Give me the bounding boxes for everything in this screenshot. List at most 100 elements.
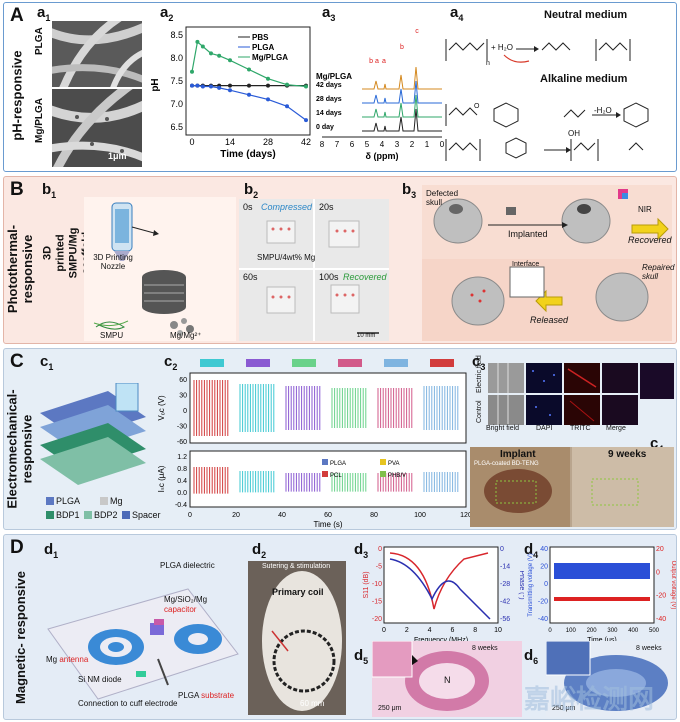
b2-label: b2 bbox=[244, 181, 259, 200]
d3-ytick-left: -20 bbox=[372, 616, 382, 623]
d1-dielectric-text: PLGA dielectric bbox=[160, 561, 215, 570]
c2-top-axes-frame bbox=[189, 372, 467, 444]
d3-s11-phase-chart: 0-5-10-15-200-14-28-42-560246810Frequenc… bbox=[363, 546, 524, 644]
d4-output-band bbox=[554, 597, 650, 601]
a2-legend-label: PBS bbox=[252, 33, 269, 42]
d1-substrate-text: substrate bbox=[201, 691, 235, 700]
d4-ylabel-left: Transmitting voltage (V) bbox=[528, 553, 534, 616]
c2-voltage-segment bbox=[423, 386, 459, 430]
c1-legend-bdp2: BDP2 bbox=[94, 510, 118, 520]
a3-xtick-label: 2 bbox=[410, 140, 415, 149]
b2-material-text: SMPU/4wt% Mg bbox=[257, 253, 316, 262]
c2-ytick-top: -60 bbox=[177, 439, 187, 446]
c2-voltage-segment bbox=[239, 384, 275, 432]
c2-xtick-label: 40 bbox=[278, 512, 286, 519]
a2-series-mgplga-point bbox=[266, 76, 270, 81]
a1-scale-text: 1μm bbox=[108, 151, 127, 161]
d4-ytick-left: -40 bbox=[538, 616, 548, 623]
b3-recovered-text: Recovered bbox=[628, 235, 672, 245]
d4-ytick-left: 0 bbox=[544, 581, 548, 588]
a2-xlabel: Time (days) bbox=[220, 149, 275, 160]
a2-series-plga-point bbox=[247, 92, 251, 97]
d4-xtick-label: 0 bbox=[548, 628, 552, 634]
a2-series-mgplga-point bbox=[190, 69, 194, 74]
panel-b-photothermal-responsive: B Photothermal-responsive b1 3D printed … bbox=[3, 176, 677, 344]
panel-c-electromechanical-responsive: C Electromechanical-responsive c1 PLGA M… bbox=[3, 348, 677, 530]
c2-ylabel-bottom: Iₛc (μA) bbox=[157, 465, 166, 492]
d4-xtick-label: 500 bbox=[649, 628, 660, 634]
panel-a-ph-responsive: A pH-responsive a1 PLGA Mg/PLGA 1μm a2 8… bbox=[3, 2, 677, 172]
d4-ytick-left: -20 bbox=[538, 599, 548, 606]
d3-ytick-left: 0 bbox=[378, 546, 382, 553]
c2-voltage-segment bbox=[377, 388, 413, 428]
c2-device-swatch bbox=[430, 359, 454, 367]
d5-weeks-text: 8 weeks bbox=[472, 645, 498, 652]
d3-phase-line bbox=[389, 558, 491, 620]
a3-spectrum-line bbox=[362, 108, 442, 132]
a4-neutral-title: Neutral medium bbox=[544, 9, 628, 21]
c3-col-bright-field: Bright field bbox=[486, 425, 520, 432]
c4-implant-photos: Implant 9 weeks PLGA-coated BD-TENG bbox=[470, 447, 674, 527]
a2-series-mgplga-point bbox=[304, 84, 308, 89]
c3-col-tritc: TRITC bbox=[570, 425, 591, 432]
c2-legend-swatch bbox=[322, 459, 328, 465]
a3-peak-label: c bbox=[415, 28, 419, 35]
d5-label: d5 bbox=[354, 647, 369, 666]
a2-xtick-label: 14 bbox=[225, 137, 235, 147]
a2-series-plga-point bbox=[209, 84, 213, 89]
a2-series-plga-line bbox=[192, 84, 307, 121]
c2-current-segment bbox=[377, 473, 413, 492]
c2-current-segment bbox=[285, 473, 321, 492]
d4-ylabel-right: Output voltage (V) bbox=[670, 561, 676, 610]
b3-defect-text: Defected skull bbox=[426, 189, 459, 207]
d3-xtick-label: 8 bbox=[473, 627, 477, 634]
a2-series-mgplga-point bbox=[285, 82, 289, 87]
a2-series-plga-point bbox=[190, 83, 194, 88]
a3-row-label: 0 day bbox=[316, 124, 334, 131]
d5-scale-text: 250 μm bbox=[378, 705, 402, 712]
c2-xtick-label: 60 bbox=[324, 512, 332, 519]
c3-label: c3 bbox=[472, 353, 486, 372]
d4-transmitting-band bbox=[554, 563, 650, 579]
b3-label: b3 bbox=[402, 181, 417, 200]
d3-ytick-left: -5 bbox=[376, 564, 382, 571]
a3-xtick-label: 7 bbox=[335, 140, 340, 149]
a2-series-mgplga-point bbox=[247, 67, 251, 72]
b2-compressed-text: Compressed bbox=[261, 202, 313, 212]
c3-control-label: Control bbox=[476, 400, 483, 423]
c3-col-merge: Merge bbox=[606, 425, 626, 432]
c2-legend-swatch bbox=[380, 471, 386, 477]
c2-legend-label: PCL bbox=[330, 473, 342, 479]
d4-xtick-label: 200 bbox=[587, 628, 598, 634]
a2-series-plga-point bbox=[285, 104, 289, 109]
b2-time-20s: 20s bbox=[319, 202, 334, 212]
panel-c-letter: C bbox=[10, 351, 24, 372]
c1-label: c1 bbox=[40, 353, 54, 372]
a2-ytick-label: 8.0 bbox=[170, 53, 183, 63]
d5-histology-image: 8 weeks N 250 μm bbox=[372, 641, 522, 717]
a2-series-mgplga-point bbox=[228, 58, 232, 63]
a3-xtick-label: 4 bbox=[380, 140, 385, 149]
a3-spectrum-line bbox=[362, 94, 442, 118]
panel-d-side-title: Magnetic- responsive bbox=[12, 570, 28, 704]
d1-cuff-text: Connection to cuff electrode bbox=[78, 699, 178, 708]
panel-a-letter: A bbox=[10, 5, 24, 26]
panel-b-letter: B bbox=[10, 179, 24, 200]
a1-sem-plga-image bbox=[52, 21, 142, 87]
c3-fluorescence-grid: Electric field Control Bright field DAPI… bbox=[476, 355, 674, 435]
a1-mgplga-label: Mg/PLGA bbox=[34, 98, 45, 143]
a3-xtick-label: 6 bbox=[350, 140, 355, 149]
a3-xlabel: δ (ppm) bbox=[366, 151, 399, 161]
a2-legend-label: PLGA bbox=[252, 43, 274, 52]
d4-ytick-right: 0 bbox=[656, 569, 660, 576]
a3-peak-label: a bbox=[382, 58, 386, 65]
d3-xtick-label: 4 bbox=[428, 627, 432, 634]
c2-legend-swatch bbox=[380, 459, 386, 465]
a4-n-text: n bbox=[486, 60, 490, 67]
d3-ylabel-left: S11 (dB) bbox=[363, 571, 370, 598]
c2-xtick-label: 100 bbox=[414, 512, 426, 519]
b3-repaired-text: Repaired skull bbox=[642, 263, 675, 281]
a2-series-mgplga-line bbox=[191, 40, 307, 88]
d5-n-text: N bbox=[444, 675, 451, 685]
